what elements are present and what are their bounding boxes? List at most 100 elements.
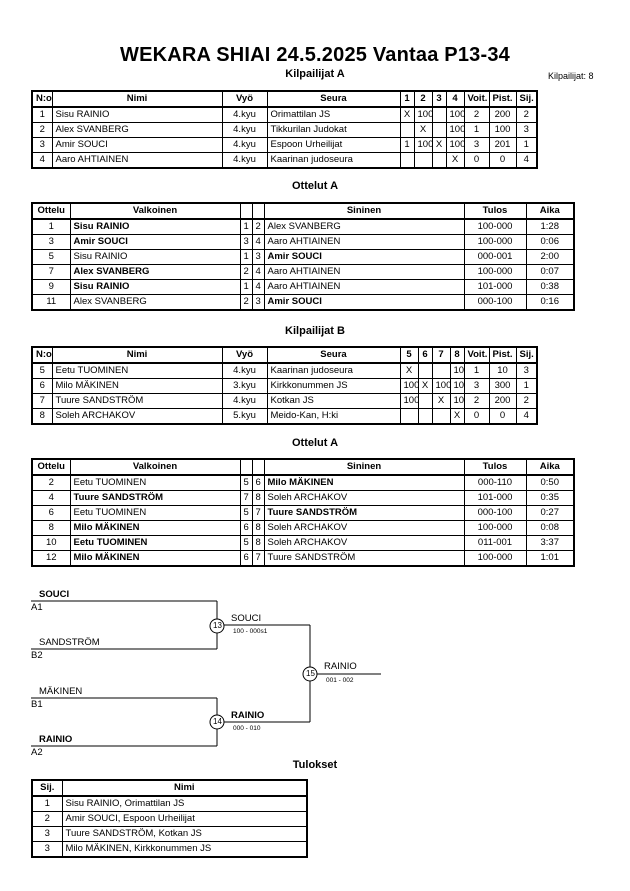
column-header: Sininen <box>263 458 465 476</box>
match-13-number: 13 <box>213 621 222 630</box>
table-cell: 2 <box>515 393 538 409</box>
placement: 3 <box>31 841 63 858</box>
column-header: 5 <box>399 346 419 364</box>
matches-b-heading: Ottelut A <box>291 437 339 449</box>
column-header: Aika <box>525 458 575 476</box>
semi2-score: 000 - 010 <box>233 725 261 732</box>
table-cell: 100 <box>413 137 433 153</box>
semi1-bottom-name: SANDSTRÖM <box>39 637 100 648</box>
table-cell: Kaarinan judoseura <box>266 152 401 169</box>
table-cell: 4 <box>515 408 538 425</box>
match-time: 3:37 <box>525 535 575 551</box>
pool-b-heading: Kilpailijat B <box>285 325 345 337</box>
semi2-bottom-name: RAINIO <box>39 734 73 745</box>
match-time: 0:38 <box>525 279 575 295</box>
final-score: 001 - 002 <box>326 677 354 684</box>
match-time: 0:08 <box>525 520 575 536</box>
table-cell: 100 <box>399 393 419 409</box>
semi1-bottom-seed: B2 <box>31 650 43 661</box>
table-cell: X <box>445 152 465 169</box>
column-header: Tulos <box>463 458 527 476</box>
table-cell: 1 <box>399 137 415 153</box>
column-header: Sij. <box>515 90 538 108</box>
semi2-winner: RAINIO <box>231 710 265 721</box>
match-time: 0:16 <box>525 294 575 311</box>
match-time: 0:07 <box>525 264 575 280</box>
results-heading: Tulokset <box>292 759 338 771</box>
match-number: 9 <box>31 279 71 295</box>
semi1-top-seed: A1 <box>31 602 43 613</box>
semi2-top-name: MÄKINEN <box>39 686 83 697</box>
placement: 3 <box>31 826 63 842</box>
blue-competitor: Tuure SANDSTRÖM <box>263 550 465 567</box>
page-title: WEKARA SHIAI 24.5.2025 Vantaa P13-34 <box>120 44 510 66</box>
match-14-marker <box>209 714 225 730</box>
semi2-top-seed: B1 <box>31 699 43 710</box>
table-cell: 0 <box>463 152 490 169</box>
table-cell: 1 <box>515 137 538 153</box>
final-winner: RAINIO <box>324 661 357 672</box>
table-cell: X <box>431 393 451 409</box>
table-cell: 4.kyu <box>221 393 268 409</box>
table-cell: 2 <box>463 393 490 409</box>
table-cell: 201 <box>488 137 517 153</box>
column-header: Vyö <box>221 90 268 108</box>
result-name: Milo MÄKINEN, Kirkkonummen JS <box>61 841 308 858</box>
match-time: 1:01 <box>525 550 575 567</box>
table-cell: 4.kyu <box>221 152 268 169</box>
column-header: Ottelu <box>31 458 71 476</box>
column-header: 8 <box>449 346 465 364</box>
pool-a-heading: Kilpailijat A <box>285 68 345 80</box>
white-competitor: Eetu TUOMINEN <box>69 535 241 551</box>
semi2-bottom-seed: A2 <box>31 747 43 758</box>
semi1-top-name: SOUCI <box>39 589 70 600</box>
table-cell: X <box>449 408 465 425</box>
table-cell: 8 <box>31 408 53 425</box>
column-header: Aika <box>525 202 575 220</box>
column-header: Nimi <box>61 779 308 797</box>
blue-number: 3 <box>251 294 265 311</box>
column-header: Sij. <box>515 346 538 364</box>
column-header: 2 <box>413 90 433 108</box>
blue-competitor: Amir SOUCI <box>263 294 465 311</box>
table-cell: 200 <box>488 393 517 409</box>
placement: 2 <box>31 811 63 827</box>
match-13-marker <box>209 618 225 634</box>
column-header: Vyö <box>221 346 268 364</box>
table-cell: Amir SOUCI <box>51 137 223 153</box>
result-name: Tuure SANDSTRÖM, Kotkan JS <box>61 826 308 842</box>
competitors-count: Kilpailijat: 8 <box>548 71 594 81</box>
column-header: 7 <box>431 346 451 364</box>
semi1-winner: SOUCI <box>231 613 262 624</box>
column-header: Valkoinen <box>69 202 241 220</box>
column-header: Seura <box>266 90 401 108</box>
result-name: Sisu RAINIO, Orimattilan JS <box>61 795 308 812</box>
table-cell: Soleh ARCHAKOV <box>51 408 223 425</box>
match-15-number: 15 <box>306 669 315 678</box>
table-cell: Kotkan JS <box>266 393 401 409</box>
